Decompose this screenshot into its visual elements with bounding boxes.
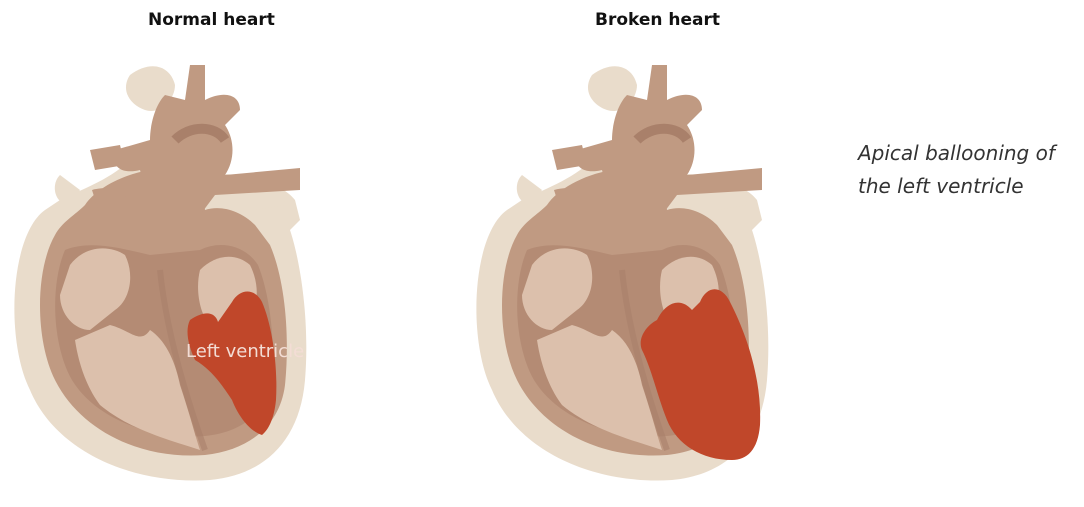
broken-heart-title: Broken heart [595,10,720,30]
caption-line-1: Apical ballooning of [858,137,1084,170]
left-ventricle-label: Left ventricle [186,341,304,362]
caption-line-2: the left ventricle [858,170,1084,203]
caption: Apical ballooning of the left ventricle [858,137,1084,203]
normal-heart-illustration: Left ventricle [0,40,330,500]
broken-heart-illustration [462,40,792,500]
normal-heart-title: Normal heart [148,10,275,30]
